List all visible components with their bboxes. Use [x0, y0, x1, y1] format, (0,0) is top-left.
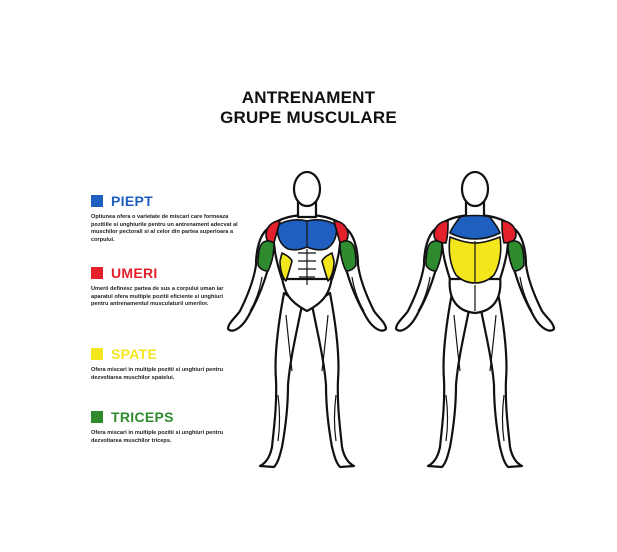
legend-description-chest: Optiunea ofera o varietate de miscari ca…: [91, 214, 238, 243]
legend-title-chest: PIEPT: [111, 193, 153, 209]
back-right-triceps-muscle: [507, 240, 525, 272]
back-body-figure: [390, 165, 560, 471]
back-left-leg: [426, 291, 472, 469]
page-title-line-1: ANTRENAMENT: [241, 88, 376, 107]
page-title-line-2: GRUPE MUSCULARE: [220, 108, 397, 127]
front-right-triceps-muscle: [339, 240, 357, 272]
legend-description-back: Ofera miscari in multiple pozitii si ung…: [91, 367, 224, 381]
legend-item-back: SPATE Ofera miscari in multiple pozitii …: [91, 346, 241, 382]
front-right-leg: [310, 291, 356, 469]
front-abs-side-left: [279, 252, 293, 282]
front-head: [292, 170, 322, 208]
back-right-leg: [478, 291, 524, 469]
legend-item-shoulders: UMERI Umerii definesc partea de sus a co…: [91, 265, 241, 309]
front-left-triceps-muscle: [257, 240, 275, 272]
front-abs-side-right: [321, 252, 335, 282]
legend-item-triceps: TRICEPS Ofera miscari in multiple poziti…: [91, 409, 241, 445]
legend-title-shoulders: UMERI: [111, 265, 158, 281]
legend-title-back: SPATE: [111, 346, 158, 362]
front-body-svg: [226, 170, 388, 469]
legend-description-triceps: Ofera miscari in multiple pozitii si ung…: [91, 430, 224, 444]
front-body-figure: [222, 165, 392, 471]
back-trapezius-muscle: [449, 214, 501, 240]
back-left-shoulder-muscle: [433, 220, 449, 244]
front-left-leg: [258, 291, 304, 469]
legend-item-chest: PIEPT Optiunea ofera o varietate de misc…: [91, 193, 241, 244]
legend-title-triceps: TRICEPS: [111, 409, 174, 425]
triceps-color-swatch: [91, 411, 103, 423]
back-color-swatch: [91, 348, 103, 360]
front-pelvis: [280, 275, 334, 313]
shoulders-color-swatch: [91, 267, 103, 279]
back-head: [460, 170, 490, 208]
legend-description-shoulders: Umerii definesc partea de sus a corpului…: [91, 286, 224, 308]
back-right-shoulder-muscle: [501, 220, 517, 244]
back-body-svg: [394, 170, 556, 469]
back-left-triceps-muscle: [425, 240, 443, 272]
chest-color-swatch: [91, 195, 103, 207]
